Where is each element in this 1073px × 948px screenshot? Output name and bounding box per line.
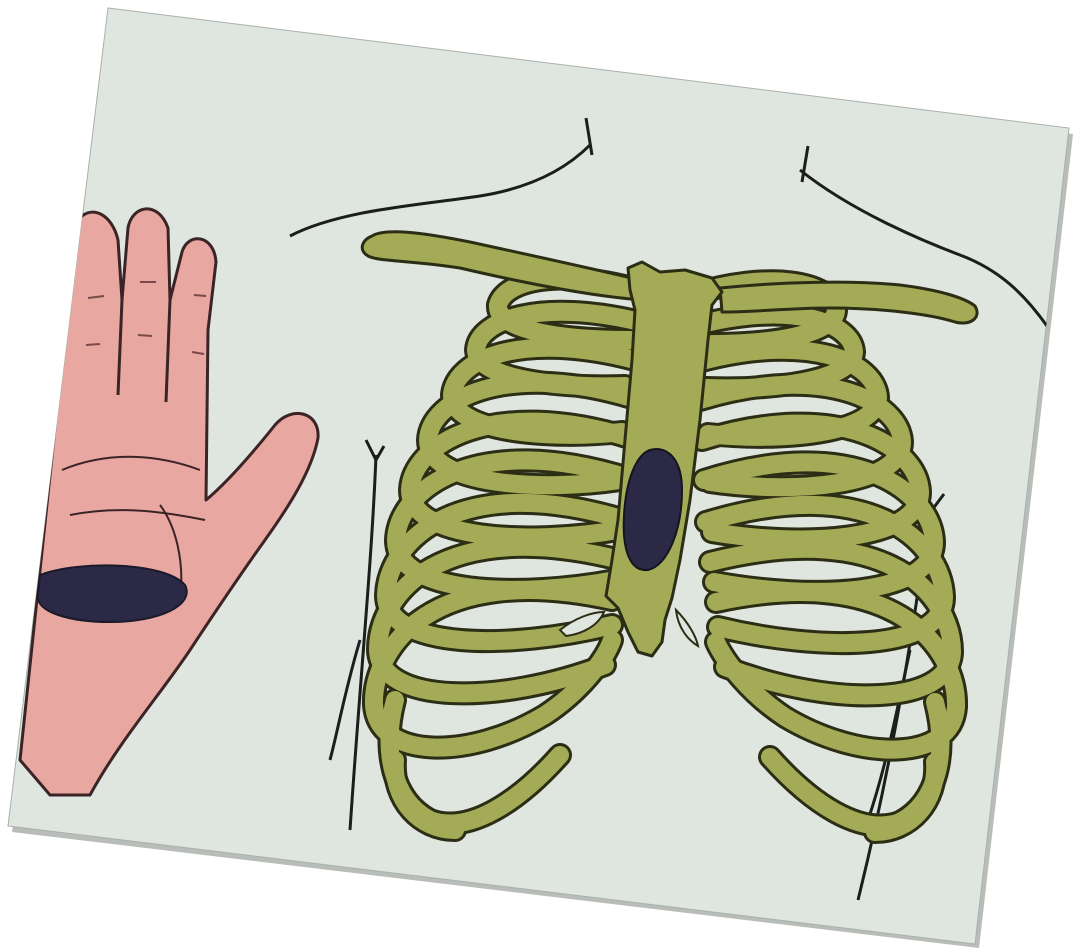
- palm-heel-marker: [38, 565, 187, 622]
